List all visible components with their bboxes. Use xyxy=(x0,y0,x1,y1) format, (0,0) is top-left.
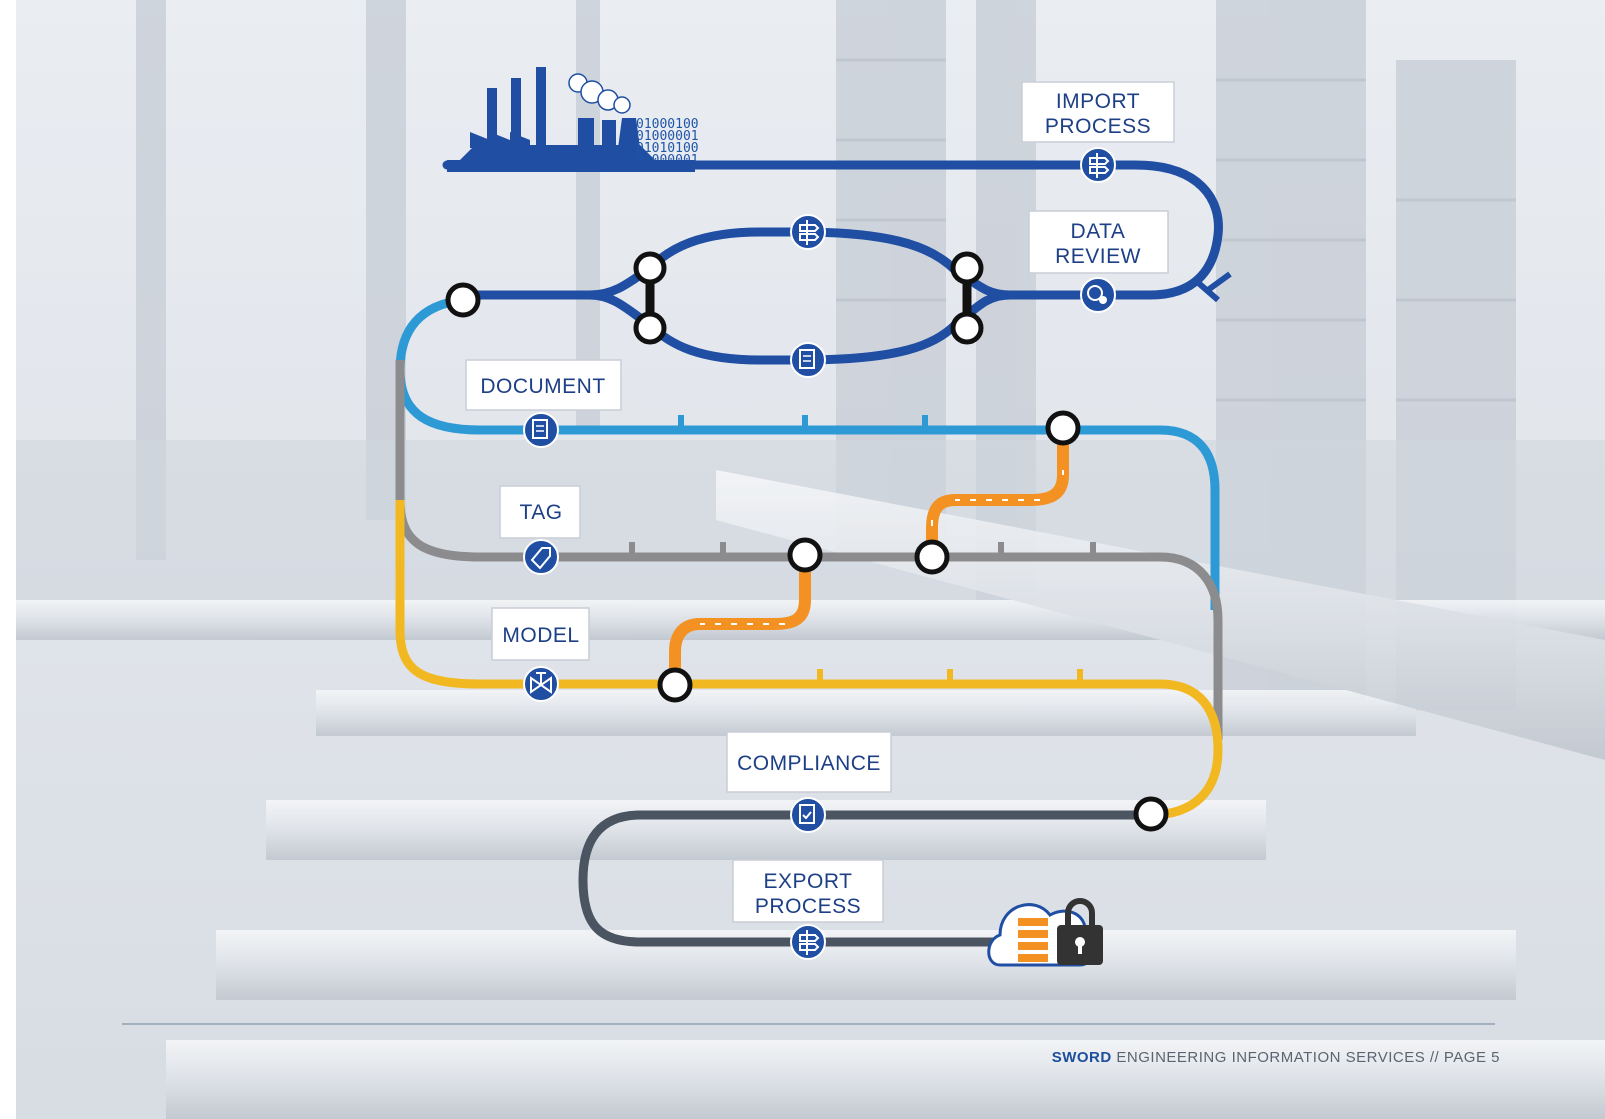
binary-text: 01000100 01000001 01010100 01000001 xyxy=(636,117,699,168)
junction-bars xyxy=(645,265,972,330)
document-icon xyxy=(790,342,826,378)
footer-separator: // xyxy=(1429,1049,1440,1066)
signpost-icon xyxy=(790,924,826,960)
station-data-review: DATA REVIEW xyxy=(1028,210,1169,274)
svg-text:PROCESS: PROCESS xyxy=(755,895,861,918)
station-export-process: EXPORT PROCESS xyxy=(732,859,884,923)
svg-text:IMPORT: IMPORT xyxy=(1056,90,1140,113)
svg-text:COMPLIANCE: COMPLIANCE xyxy=(737,752,881,775)
document-icon xyxy=(523,412,559,448)
compliance-line xyxy=(578,810,1150,947)
review-icon xyxy=(1080,277,1116,313)
svg-text:DOCUMENT: DOCUMENT xyxy=(480,375,605,398)
svg-text:01000100: 01000100 xyxy=(636,117,699,132)
svg-text:DATA: DATA xyxy=(1071,220,1126,243)
line-end-cap xyxy=(1193,277,1220,303)
model-line xyxy=(395,500,1223,820)
svg-text:EXPORT: EXPORT xyxy=(764,870,853,893)
smoke-cloud-icon xyxy=(568,73,631,114)
valve-icon xyxy=(523,666,559,702)
svg-text:REVIEW: REVIEW xyxy=(1055,245,1141,268)
svg-text:01010100: 01010100 xyxy=(636,141,699,156)
line-end-cap xyxy=(1206,271,1232,293)
footer-page-number: PAGE 5 xyxy=(1443,1049,1500,1066)
document-line xyxy=(395,295,1220,610)
compliance-icon xyxy=(790,797,826,833)
station-compliance: COMPLIANCE xyxy=(726,731,892,793)
tag-icon xyxy=(523,539,559,575)
footer-title: ENGINEERING INFORMATION SERVICES xyxy=(1116,1049,1426,1066)
svg-text:01000001: 01000001 xyxy=(636,129,699,144)
svg-text:TAG: TAG xyxy=(519,501,562,524)
station-model: MODEL xyxy=(491,607,590,661)
svg-text:PROCESS: PROCESS xyxy=(1045,115,1151,138)
line-ticks xyxy=(629,415,1096,680)
interchange-nodes xyxy=(445,251,1169,832)
transfer-link-lower xyxy=(669,557,811,684)
station-import-process: IMPORT PROCESS xyxy=(1021,81,1175,143)
page-footer: SWORD ENGINEERING INFORMATION SERVICES /… xyxy=(1052,1049,1500,1066)
transfer-link-upper xyxy=(926,432,1069,557)
lock-icon xyxy=(1057,898,1103,965)
station-document: DOCUMENT xyxy=(465,359,622,411)
footer-brand: SWORD xyxy=(1051,1049,1112,1066)
signpost-icon xyxy=(790,214,826,250)
station-tag: TAG xyxy=(499,485,581,539)
svg-text:MODEL: MODEL xyxy=(502,624,579,647)
signpost-icon xyxy=(1080,147,1116,183)
